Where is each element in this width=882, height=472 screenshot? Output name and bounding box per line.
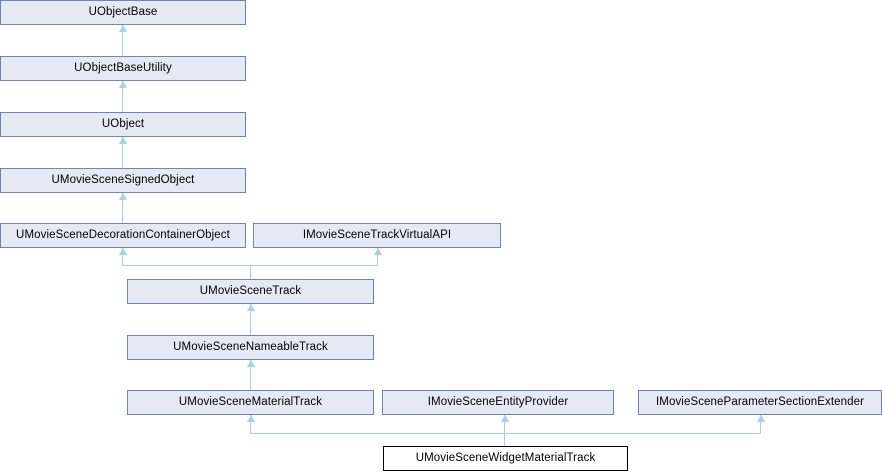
node-label: UMovieSceneDecorationContainerObject	[16, 228, 230, 241]
node-label: UMovieSceneNameableTrack	[173, 340, 328, 353]
node-umoviescenenameabletrack[interactable]: UMovieSceneNameableTrack	[127, 335, 374, 360]
arrow-umoviescenenameabletrack	[247, 360, 255, 367]
edge-umoviescenesignedobject-to-uobject	[122, 137, 123, 168]
edge-widget-drop	[504, 433, 505, 446]
node-imovieseceneentityprovider[interactable]: IMovieSceneEntityProvider	[382, 390, 614, 415]
arrow-imoviesceneparametersectionextender	[757, 415, 765, 422]
node-label: UObjectBase	[88, 5, 158, 18]
arrow-umoviescenesignedobject	[119, 193, 127, 200]
node-label: UMovieSceneMaterialTrack	[178, 395, 323, 408]
node-umoviescenewidgetmaterialtrack[interactable]: UMovieSceneWidgetMaterialTrack	[383, 446, 628, 471]
arrow-umoviescenematerialtrack	[247, 415, 255, 422]
edge-widget-riser-left	[250, 415, 251, 433]
node-umoviescenetrack[interactable]: UMovieSceneTrack	[127, 279, 374, 304]
edge-umoviescenematerialtrack-to-umoviescenenameabletrack	[250, 360, 251, 390]
arrow-uobjectbase	[119, 25, 127, 32]
node-umoviescenematerialtrack[interactable]: UMovieSceneMaterialTrack	[127, 390, 374, 415]
node-imoviesceneparametersectionextender[interactable]: IMovieSceneParameterSectionExtender	[638, 390, 882, 415]
edge-umoviescenetrack-riser-left	[122, 248, 123, 265]
node-uobjectbase[interactable]: UObjectBase	[0, 0, 246, 25]
edge-widget-riser-mid	[504, 415, 505, 433]
arrow-umoviescenetrack	[247, 304, 255, 311]
edge-umoviescenetrack-drop	[250, 265, 251, 279]
edge-umoviescenetrack-riser-right	[377, 248, 378, 265]
node-label: IMovieSceneEntityProvider	[427, 395, 569, 408]
node-label: UMovieSceneTrack	[199, 284, 302, 297]
node-label: IMovieSceneParameterSectionExtender	[655, 395, 865, 408]
edge-umoviescenedecorationcontainerobject-to-umoviescenesignedobject	[122, 193, 123, 223]
node-uobject[interactable]: UObject	[0, 112, 246, 137]
arrow-umoviescenedecorationcontainerobject	[119, 248, 127, 255]
edge-umoviescenenameabletrack-to-umoviescenetrack	[250, 304, 251, 335]
node-label: UMovieSceneWidgetMaterialTrack	[415, 451, 596, 464]
node-umoviescenedecorationcontainerobject[interactable]: UMovieSceneDecorationContainerObject	[0, 223, 246, 248]
node-label: IMovieSceneTrackVirtualAPI	[302, 228, 452, 241]
node-label: UObject	[101, 117, 145, 130]
node-label: UMovieSceneSignedObject	[51, 173, 195, 186]
arrow-uobjectbaseutility	[119, 81, 127, 88]
node-uobjectbaseutility[interactable]: UObjectBaseUtility	[0, 56, 246, 81]
arrow-uobject	[119, 137, 127, 144]
edge-widget-bus	[250, 433, 761, 434]
node-imoviescenetrackvirtualapi[interactable]: IMovieSceneTrackVirtualAPI	[253, 223, 501, 248]
edge-uobject-to-uobjectbaseutility	[122, 81, 123, 112]
arrow-imoviescenetrackvirtualapi	[374, 248, 382, 255]
arrow-imovieseceneentityprovider	[501, 415, 509, 422]
edge-uobjectbaseutility-to-uobjectbase	[122, 25, 123, 56]
node-label: UObjectBaseUtility	[74, 61, 172, 74]
node-umoviescenesignedobject[interactable]: UMovieSceneSignedObject	[0, 168, 246, 193]
edge-widget-riser-right	[760, 415, 761, 433]
